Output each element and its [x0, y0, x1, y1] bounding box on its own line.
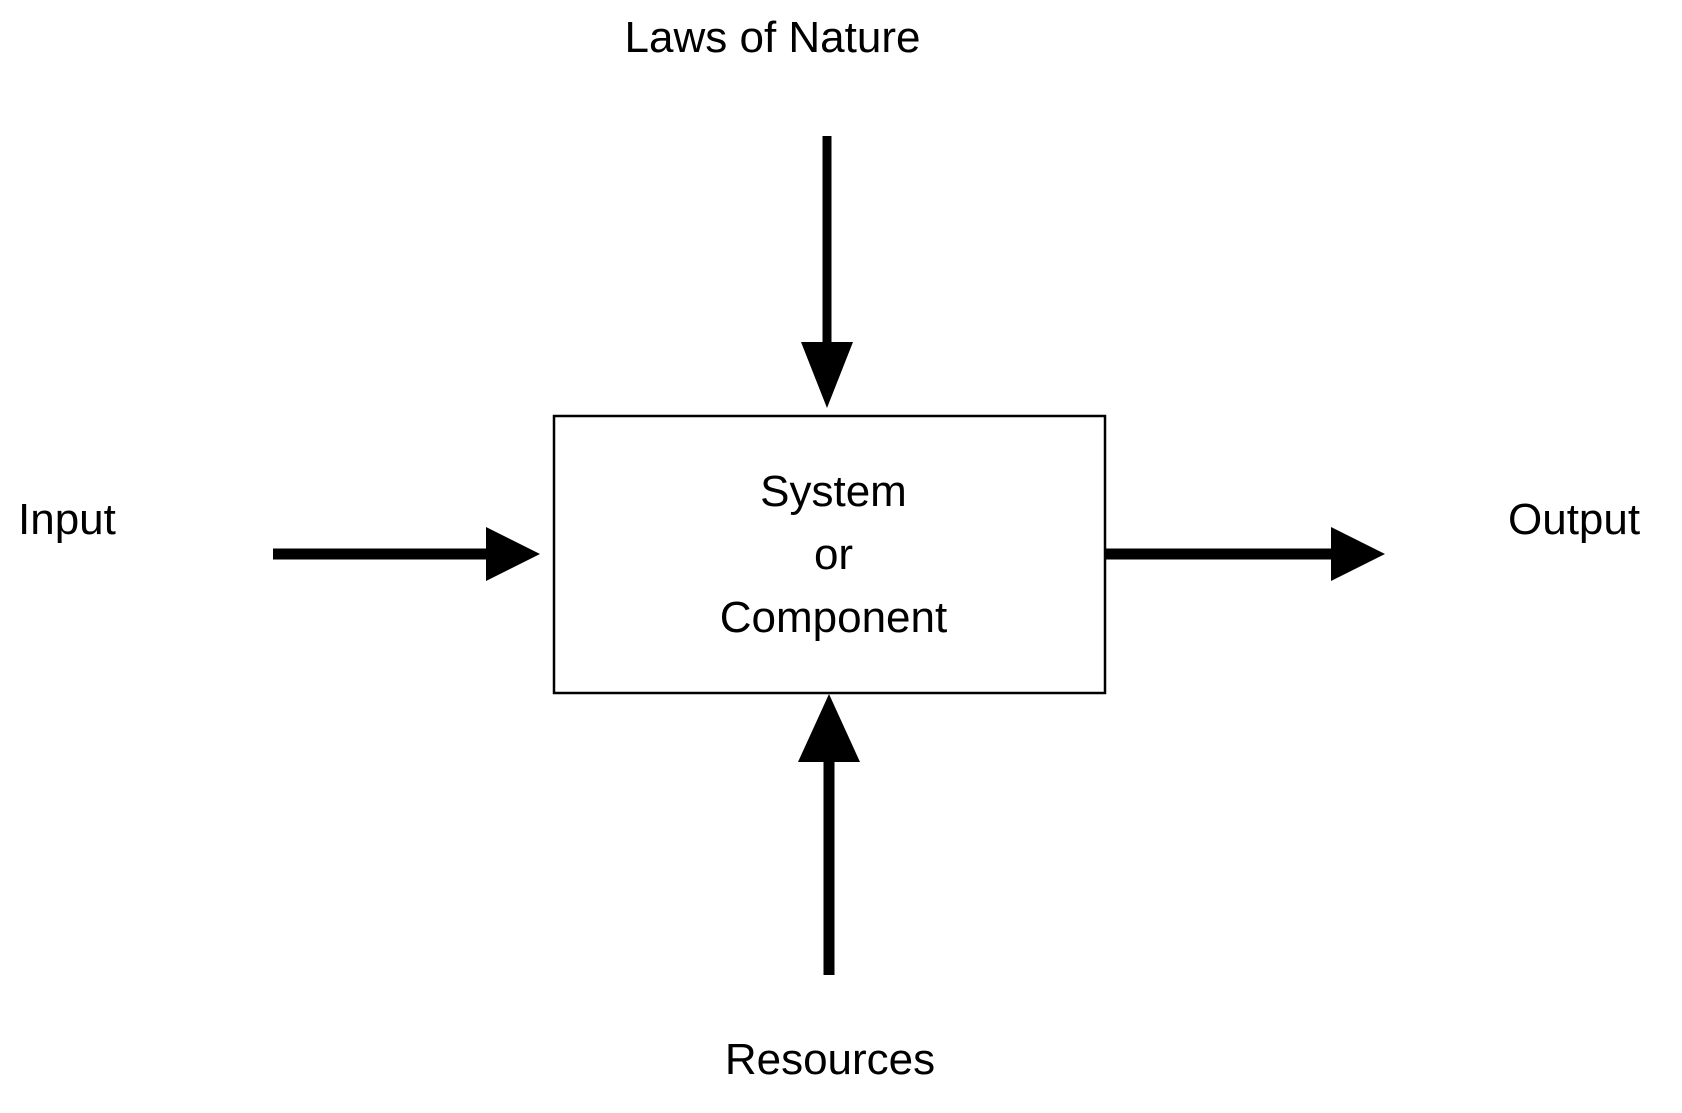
resources-arrow [798, 694, 860, 975]
input-label: Input [18, 495, 116, 544]
output-arrow [1105, 527, 1385, 581]
system-or-component-box[interactable] [552, 414, 1107, 695]
output-label: Output [1508, 495, 1641, 544]
input-arrow [273, 527, 540, 581]
laws-of-nature-arrow [801, 136, 853, 408]
resources-label: Resources [724, 1035, 936, 1084]
laws-of-nature-label: Laws of Nature [624, 13, 921, 62]
